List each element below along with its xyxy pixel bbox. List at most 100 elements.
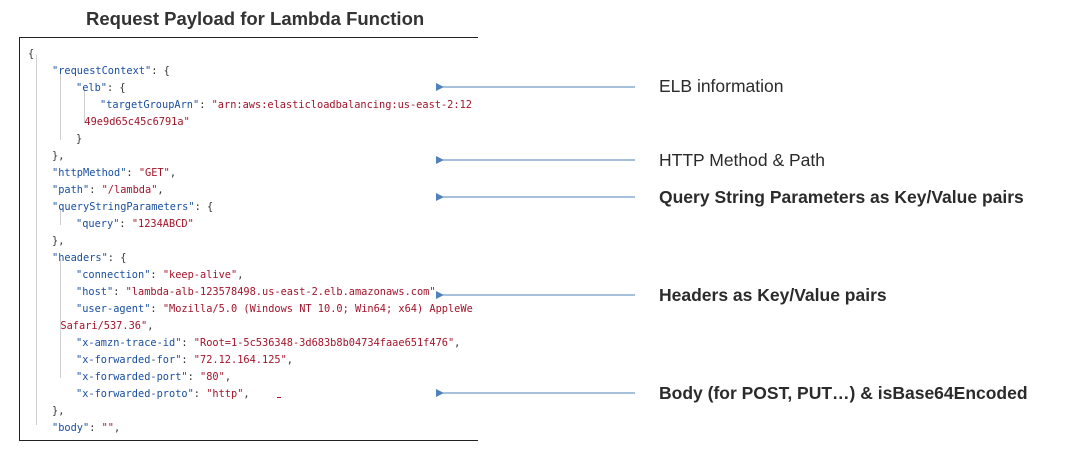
- json-key: "query": [76, 218, 120, 230]
- json-key: "x-forwarded-for": [76, 354, 182, 366]
- json-key: "x-forwarded-port": [76, 371, 188, 383]
- code-line: },: [52, 403, 64, 420]
- json-string: "Root=1-5c536348-3d683b8b04734faae651f47…: [193, 337, 455, 349]
- json-key: "connection": [76, 269, 151, 281]
- annotation-http-method-path: HTTP Method & Path: [659, 150, 826, 170]
- json-punctuation: ,: [237, 269, 244, 281]
- json-key: "x-forwarded-proto": [76, 388, 194, 400]
- code-line: "body": "",: [52, 420, 120, 437]
- json-string: "72.12.164.125": [193, 354, 287, 366]
- json-key: "targetGroupArn": [100, 99, 200, 111]
- code-line: "queryStringParameters": {: [52, 199, 213, 216]
- json-punctuation: ,: [243, 388, 250, 400]
- code-line: {: [28, 46, 34, 63]
- json-punctuation: },: [52, 150, 65, 162]
- json-punctuation: :: [119, 218, 132, 230]
- code-line: "x-forwarded-proto": "http",: [76, 386, 250, 403]
- json-key: "isBase64Encoded": [52, 439, 157, 440]
- json-string: "/lambda": [101, 184, 158, 196]
- diagram-title: Request Payload for Lambda Function: [86, 8, 425, 29]
- json-string: "Mozilla/5.0 (Windows NT 10.0; Win64; x6…: [162, 303, 473, 315]
- json-string: "1234ABCD": [131, 218, 194, 230]
- code-line: "targetGroupArn": "arn:aws:elasticloadba…: [100, 97, 472, 114]
- json-string: Safari/537.36": [60, 320, 148, 332]
- json-string: "keep-alive": [162, 269, 238, 281]
- annotation-headers: Headers as Key/Value pairs: [659, 285, 887, 305]
- json-string: "arn:aws:elasticloadbalancing:us-east-2:…: [211, 99, 472, 111]
- json-punctuation: :: [187, 371, 200, 383]
- json-punctuation: :: [157, 439, 169, 440]
- json-punctuation: :: [193, 388, 207, 400]
- indent-guide: [60, 259, 61, 378]
- code-line: "httpMethod": "GET",: [52, 165, 176, 182]
- annotation-elb-information: ELB information: [659, 76, 784, 96]
- json-punctuation: :: [89, 422, 102, 434]
- json-key: "x-amzn-trace-id": [76, 337, 182, 349]
- code-line: "x-forwarded-port": "80",: [76, 369, 231, 386]
- json-punctuation: }: [76, 133, 83, 145]
- json-punctuation: : {: [107, 252, 127, 264]
- code-line: "path": "/lambda",: [52, 182, 164, 199]
- code-line: "connection": "keep-alive",: [76, 267, 243, 284]
- json-punctuation: : {: [107, 82, 126, 94]
- json-key: "httpMethod": [52, 167, 127, 179]
- json-punctuation: {: [28, 48, 35, 60]
- json-punctuation: ,: [169, 167, 177, 179]
- code-line: "x-forwarded-for": "72.12.164.125",: [76, 352, 293, 369]
- json-punctuation: },: [52, 405, 65, 417]
- code-panel: {"requestContext": {"elb": {"targetGroup…: [19, 37, 478, 441]
- json-punctuation: ,: [147, 320, 154, 332]
- indent-guide: [84, 89, 85, 123]
- code-line: }: [76, 131, 82, 148]
- json-key: "queryStringParameters": [52, 201, 195, 213]
- code-line: "elb": {: [76, 80, 126, 97]
- json-punctuation: },: [52, 235, 65, 247]
- json-punctuation: :: [199, 99, 212, 111]
- json-key: "headers": [52, 252, 108, 264]
- json-key: "host": [76, 286, 114, 298]
- code-line: "isBase64Encoded": false: [52, 437, 201, 440]
- code-line: "user-agent": "Mozilla/5.0 (Windows NT 1…: [76, 301, 473, 318]
- indent-guide: [60, 72, 61, 140]
- json-punctuation: : {: [151, 65, 170, 77]
- code-line: "query": "1234ABCD": [76, 216, 194, 233]
- code-line: "x-amzn-trace-id": "Root=1-5c536348-3d68…: [76, 335, 460, 352]
- json-string: "": [101, 422, 115, 434]
- json-punctuation: :: [113, 286, 126, 298]
- json-key: "body": [52, 422, 90, 434]
- json-punctuation: ,: [224, 371, 232, 383]
- indent-guide: [60, 208, 61, 225]
- annotation-body: Body (for POST, PUT…) & isBase64Encoded: [659, 383, 1028, 403]
- json-punctuation: :: [150, 269, 163, 281]
- json-key: "elb": [76, 82, 107, 94]
- json-punctuation: :: [181, 337, 194, 349]
- text-cursor: [277, 397, 281, 398]
- json-key: "user-agent": [76, 303, 151, 315]
- code-line: 49e9d65c45c6791a": [84, 114, 189, 131]
- json-punctuation: :: [89, 184, 102, 196]
- json-string: "80": [200, 371, 225, 383]
- json-punctuation: ,: [286, 354, 293, 366]
- code-line: "requestContext": {: [52, 63, 170, 80]
- code-line: },: [52, 148, 64, 165]
- json-punctuation: :: [150, 303, 163, 315]
- json-key: "path": [52, 184, 90, 196]
- json-string: 49e9d65c45c6791a": [84, 116, 190, 128]
- code-line: "headers": {: [52, 250, 126, 267]
- code-line: },: [52, 233, 64, 250]
- json-punctuation: ,: [454, 337, 461, 349]
- json-string: "GET": [138, 167, 170, 179]
- indent-guide: [36, 55, 37, 425]
- json-key: "requestContext": [52, 65, 152, 77]
- json-string: "lambda-alb-123578498.us-east-2.elb.amaz…: [125, 286, 436, 298]
- json-literal: false: [170, 439, 201, 440]
- json-punctuation: ,: [157, 184, 164, 196]
- json-punctuation: :: [126, 167, 139, 179]
- annotation-query-string: Query String Parameters as Key/Value pai…: [659, 187, 1024, 207]
- json-punctuation: ,: [114, 422, 121, 434]
- json-punctuation: : {: [194, 201, 214, 213]
- code-line: Safari/537.36",: [60, 318, 153, 335]
- json-string: "http": [206, 388, 244, 400]
- json-punctuation: :: [181, 354, 194, 366]
